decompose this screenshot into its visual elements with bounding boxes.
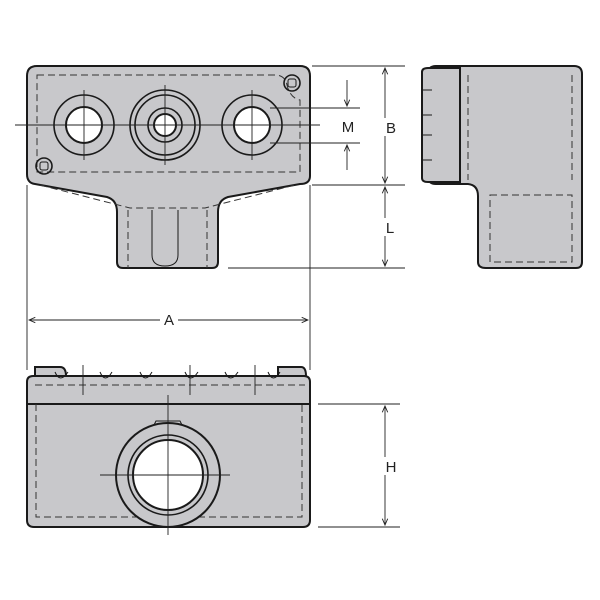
dimension-label-h: H (386, 459, 397, 476)
dimension-label-l: L (386, 220, 394, 237)
top-view (15, 65, 320, 269)
dimension-lines (26, 65, 405, 528)
dimension-label-a: A (164, 312, 174, 329)
dimension-label-b: B (386, 120, 396, 137)
front-view (26, 365, 311, 535)
screw-icon (35, 157, 53, 175)
screw-icon (283, 74, 301, 92)
dimension-label-m: M (342, 119, 355, 136)
side-view (421, 65, 583, 269)
